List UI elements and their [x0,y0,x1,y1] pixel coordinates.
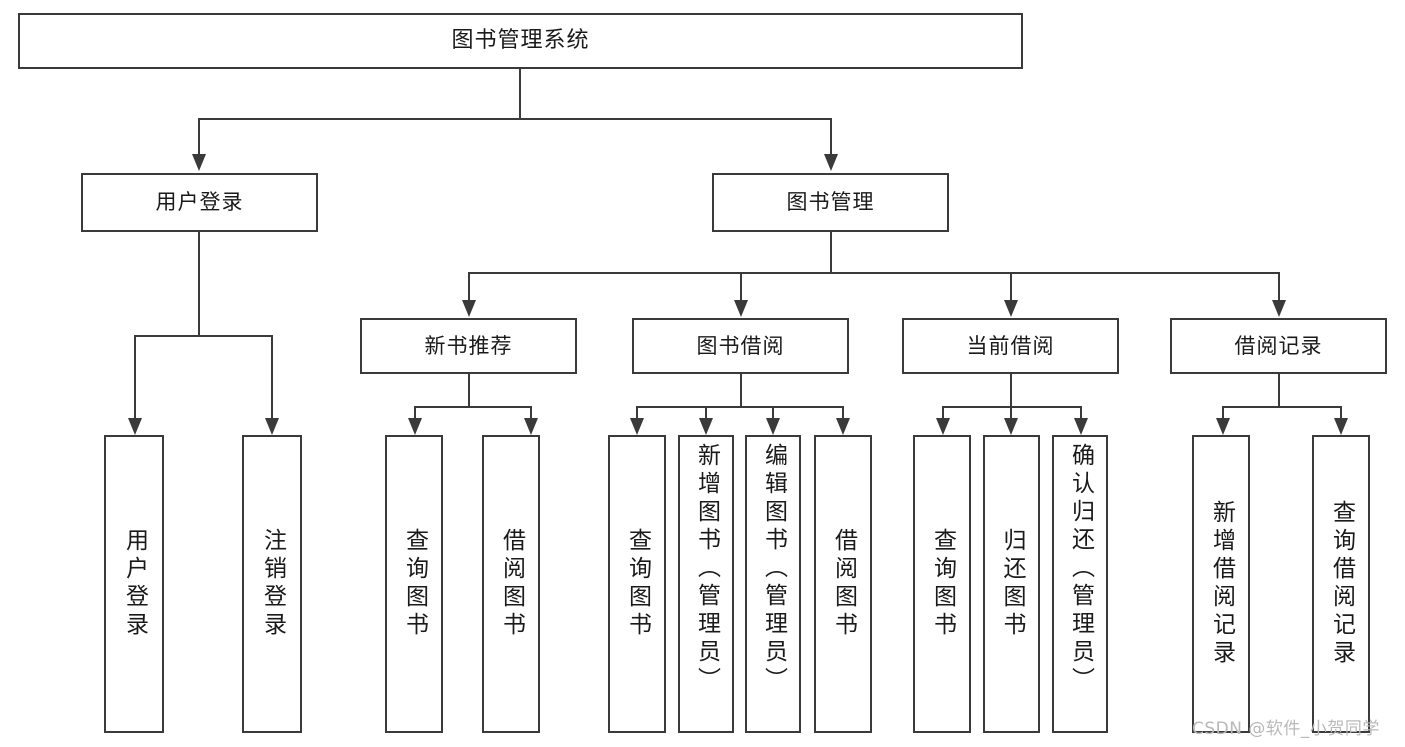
connector-root-bar [198,118,832,120]
node-label: 图书管理 [786,190,875,215]
arrowhead-book-borrow-leaf-4 [836,418,850,435]
arrowhead-book-borrow-leaf-3 [766,418,780,435]
arrowhead-new-book-leaf-1 [408,418,422,435]
connector-user-login-bar [134,335,273,337]
leaf-query-borrow-record[interactable]: 查询借阅记录 [1312,435,1370,733]
node-book-management[interactable]: 图书管理 [712,173,949,232]
connector-new-book-stem [468,374,470,407]
leaf-borrow-book[interactable]: 借阅图书 [814,435,872,733]
connector-borrow-record-leg-2 [1340,406,1342,418]
leaf-label: 用户登录 [121,528,148,640]
connector-user-login-leg-1 [134,335,136,418]
node-label: 新书推荐 [424,333,513,358]
connector-book-manage-bar [468,272,1280,274]
connector-current-borrow-stem [1010,374,1012,407]
connector-new-book-leg-1 [414,406,416,418]
arrowhead-to-new-book-recommend [462,300,476,317]
leaf-confirm-return-admin[interactable]: 确认归还（管理员） [1052,435,1108,733]
leaf-edit-book-admin[interactable]: 编辑图书（管理员） [745,435,801,733]
arrowhead-user-login-leaf-2 [265,418,279,435]
connector-borrow-record-stem [1278,374,1280,407]
node-book-borrow[interactable]: 图书借阅 [632,318,849,374]
node-borrow-record[interactable]: 借阅记录 [1170,318,1387,374]
node-user-login[interactable]: 用户登录 [81,173,318,232]
leaf-logout[interactable]: 注销登录 [242,435,302,733]
connector-borrow-record-leg-1 [1222,406,1224,418]
connector-root-leg-left [198,118,200,154]
arrowhead-to-borrow-record [1272,300,1286,317]
leaf-label: 归还图书 [999,528,1025,640]
leaf-label: 查询借阅记录 [1328,500,1355,668]
leaf-query-book-borrow[interactable]: 查询图书 [608,435,666,733]
node-label: 当前借阅 [966,333,1055,358]
node-label: 借阅记录 [1234,333,1323,358]
connector-book-borrow-leg-3 [772,406,774,418]
connector-current-borrow-leg-1 [942,406,944,418]
connector-current-borrow-bar [942,406,1082,408]
connector-user-login-leg-2 [271,335,273,418]
connector-current-borrow-leg-2 [1010,406,1012,418]
arrowhead-current-borrow-leaf-2 [1004,418,1018,435]
leaf-label: 查询图书 [929,528,956,640]
connector-new-book-leg-2 [530,406,532,418]
arrowhead-book-borrow-leaf-2 [699,418,713,435]
csdn-watermark: CSDN @软件_小贺同学 [1192,719,1380,739]
connector-book-borrow-leg-4 [842,406,844,418]
connector-current-borrow-leg-3 [1080,406,1082,418]
connector-book-borrow-bar [636,406,844,408]
arrowhead-to-current-borrow [1004,300,1018,317]
leaf-user-login[interactable]: 用户登录 [104,435,164,733]
leaf-add-book-admin[interactable]: 新增图书（管理员） [678,435,734,733]
leaf-label: 确认归还（管理员） [1067,443,1094,695]
leaf-label: 新增图书（管理员） [693,443,720,695]
arrowhead-to-user-login [192,154,206,171]
leaf-label: 借阅图书 [830,528,857,640]
node-root-system[interactable]: 图书管理系统 [18,13,1023,69]
arrowhead-borrow-record-leaf-2 [1334,418,1348,435]
node-label: 图书借阅 [696,333,785,358]
arrowhead-new-book-leaf-2 [524,418,538,435]
connector-book-manage-stem [830,232,832,273]
leaf-label: 编辑图书（管理员） [760,443,787,695]
connector-new-book-bar [414,406,532,408]
connector-root-leg-right [830,118,832,154]
arrowhead-current-borrow-leaf-3 [1074,418,1088,435]
arrowhead-current-borrow-leaf-1 [936,418,950,435]
connector-book-manage-leg-2 [740,272,742,300]
connector-borrow-record-bar [1222,406,1342,408]
leaf-label: 新增借阅记录 [1208,500,1235,668]
connector-book-manage-leg-1 [468,272,470,300]
leaf-query-book-recommend[interactable]: 查询图书 [385,435,443,733]
leaf-label: 借阅图书 [498,528,525,640]
node-current-borrow[interactable]: 当前借阅 [902,318,1119,374]
connector-user-login-stem [198,232,200,336]
connector-book-manage-leg-4 [1278,272,1280,300]
connector-book-borrow-leg-2 [705,406,707,418]
node-new-book-recommend[interactable]: 新书推荐 [360,318,577,374]
connector-book-manage-leg-3 [1010,272,1012,300]
arrowhead-to-book-manage [824,154,838,171]
arrowhead-to-book-borrow [734,300,748,317]
arrowhead-book-borrow-leaf-1 [630,418,644,435]
node-label: 用户登录 [155,190,244,215]
node-label: 图书管理系统 [451,28,590,54]
connector-book-borrow-stem [740,374,742,407]
arrowhead-borrow-record-leaf-1 [1216,418,1230,435]
leaf-query-book-current[interactable]: 查询图书 [913,435,971,733]
arrowhead-user-login-leaf-1 [128,418,142,435]
leaf-label: 注销登录 [259,528,286,640]
leaf-label: 查询图书 [624,528,651,640]
leaf-return-book[interactable]: 归还图书 [983,435,1040,733]
leaf-add-borrow-record[interactable]: 新增借阅记录 [1192,435,1250,733]
connector-root-stem [519,69,521,119]
leaf-label: 查询图书 [401,528,428,640]
connector-book-borrow-leg-1 [636,406,638,418]
leaf-borrow-book-recommend[interactable]: 借阅图书 [482,435,540,733]
